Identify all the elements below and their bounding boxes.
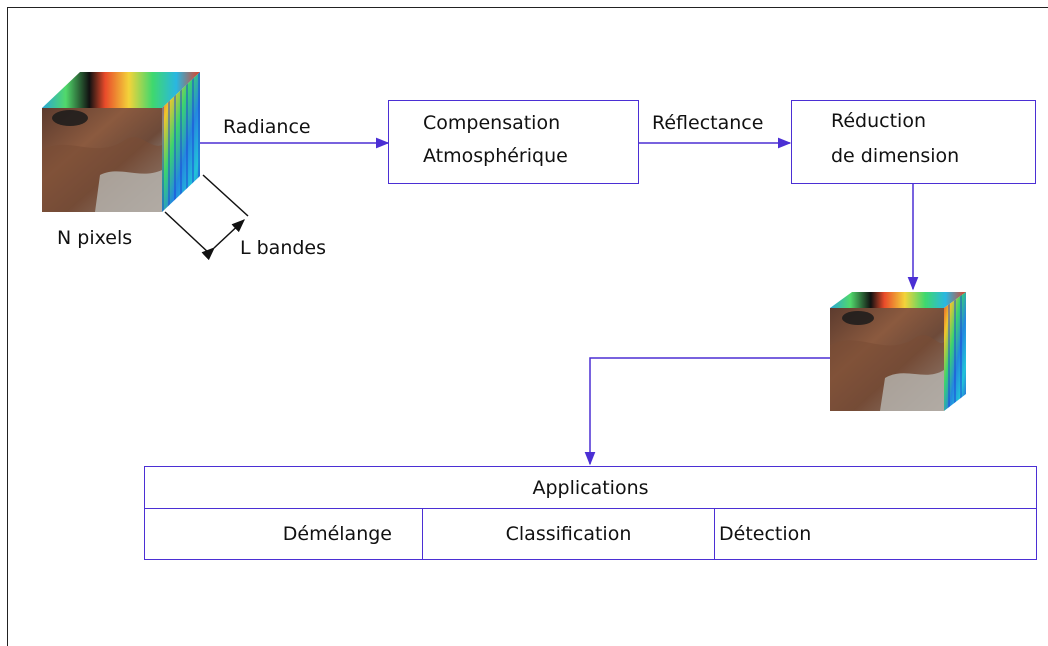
reduction-dimension-box: Réduction de dimension — [791, 100, 1036, 184]
compensation-line2: Atmosphérique — [423, 145, 568, 167]
application-detection: Détection — [719, 523, 812, 545]
applications-title: Applications — [145, 467, 1036, 509]
application-demelange: Démélange — [145, 509, 423, 559]
hyperspectral-cube-reduced — [830, 292, 966, 411]
compensation-line1: Compensation — [423, 112, 561, 134]
radiance-label: Radiance — [223, 116, 311, 138]
application-classification: Classification — [423, 509, 715, 559]
diagram-frame — [7, 7, 1048, 646]
compensation-atmospherique-box: Compensation Atmosphérique — [388, 100, 639, 184]
bands-dimension-indicator — [164, 174, 249, 261]
arrow-to-applications — [584, 357, 830, 466]
n-pixels-label: N pixels — [57, 227, 133, 249]
reduction-line2: de dimension — [831, 145, 960, 167]
reduction-line1: Réduction — [831, 110, 926, 132]
hyperspectral-cube-input — [42, 72, 200, 212]
l-bandes-label: L bandes — [240, 237, 327, 259]
applications-table: Applications Démélange Classification Dé… — [144, 466, 1037, 560]
reflectance-label: Réflectance — [652, 112, 764, 134]
